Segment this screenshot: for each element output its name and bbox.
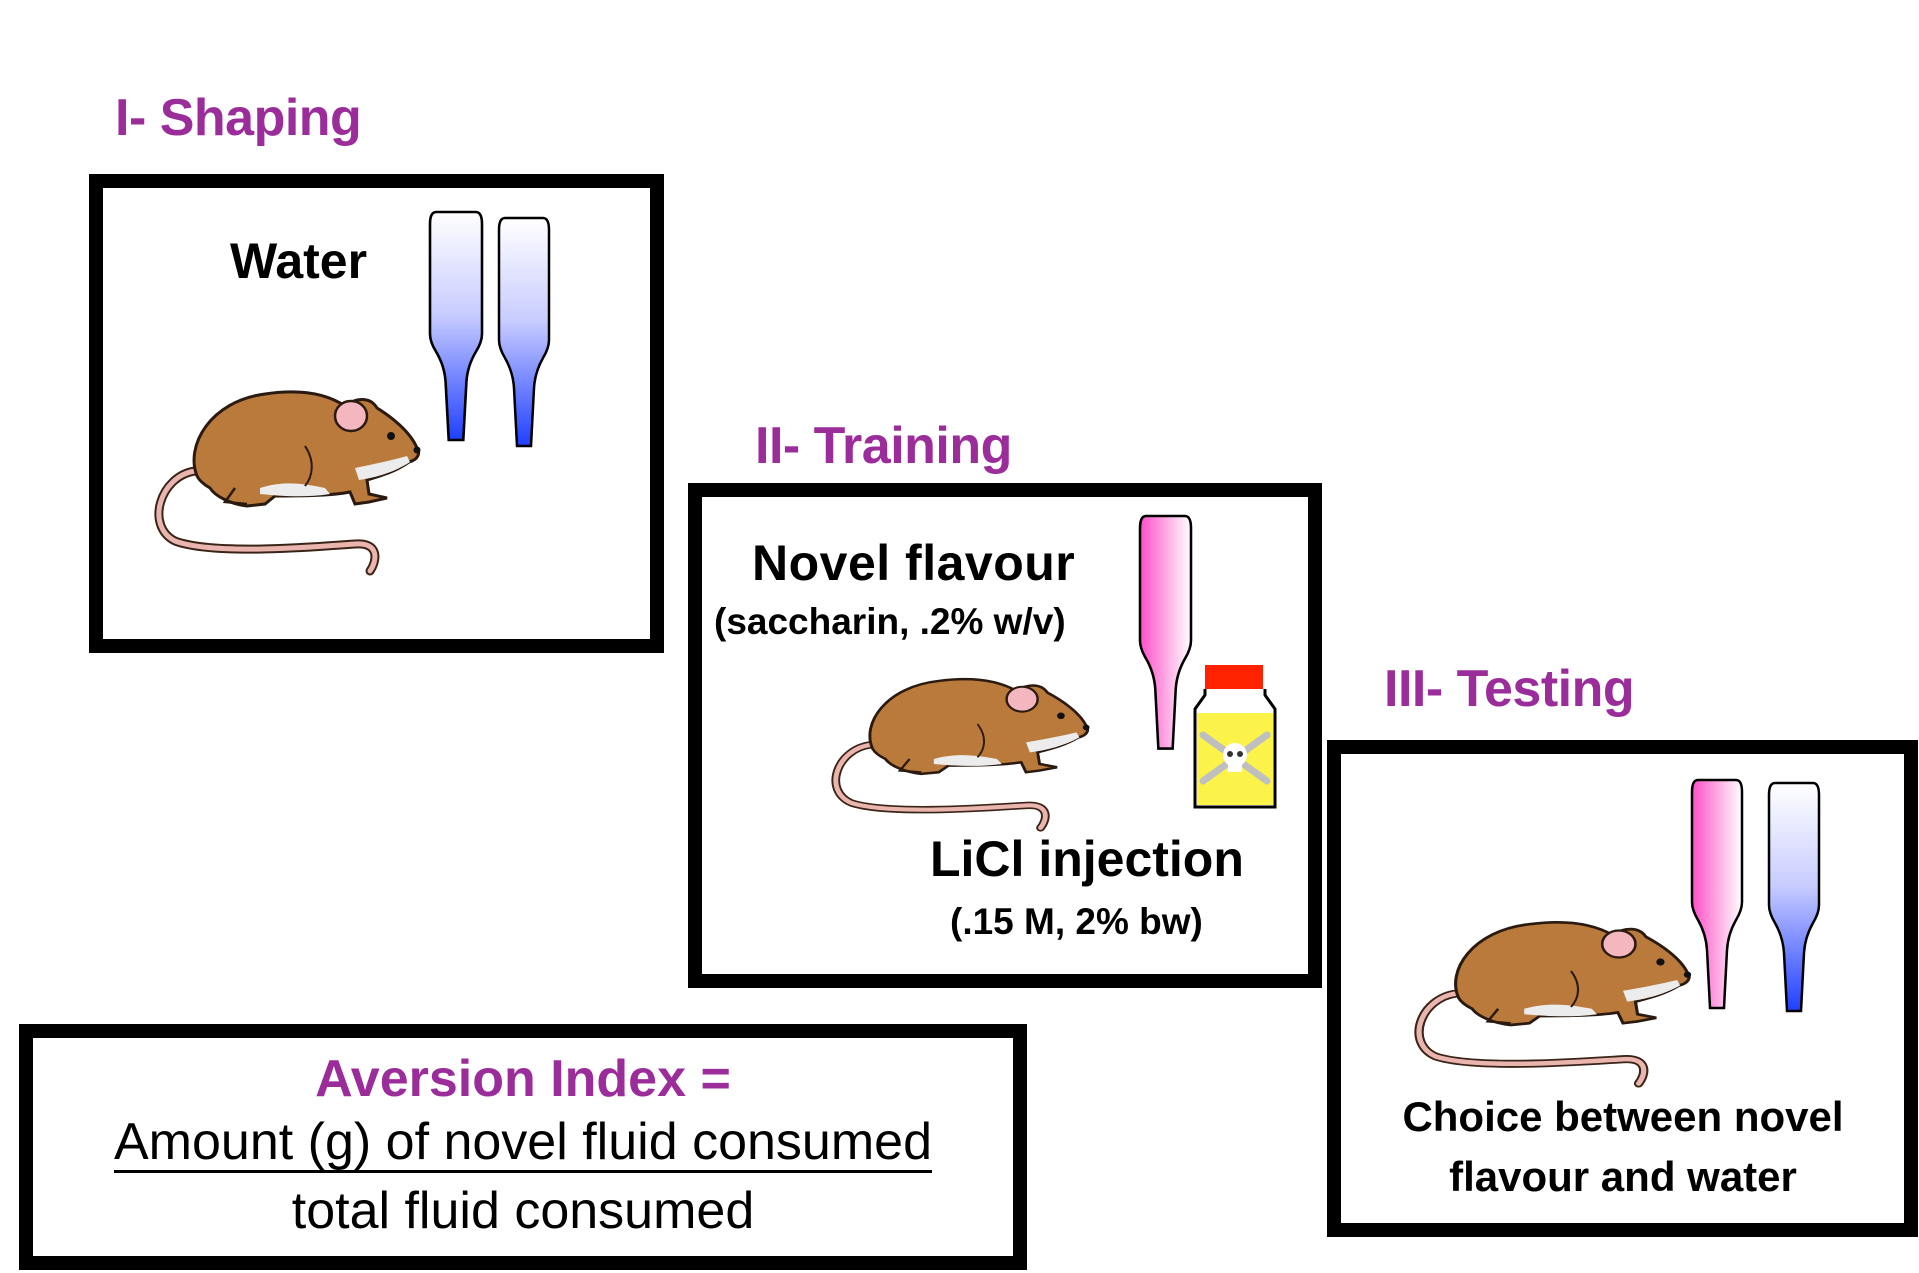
water-bottle-icon	[428, 210, 484, 442]
saccharin-bottle-icon	[1690, 778, 1744, 1010]
stage-heading-training: II- Training	[755, 417, 1012, 475]
mouse-icon	[1415, 908, 1685, 1108]
water-label: Water	[230, 233, 368, 289]
aversion-index-panel	[19, 1024, 1027, 1270]
aversion-index-title: Aversion Index =	[315, 1050, 731, 1108]
novel-flavour-label: Novel flavour	[752, 535, 1076, 591]
choice-label-line2: flavour and water	[1449, 1153, 1797, 1200]
poison-bottle-icon	[1193, 665, 1277, 809]
choice-label-line1: Choice between novel	[1402, 1093, 1844, 1140]
licl-dose-label: (.15 M, 2% bw)	[950, 901, 1203, 942]
stage-heading-shaping: I- Shaping	[115, 89, 362, 147]
saccharin-bottle-icon	[1138, 514, 1193, 750]
water-bottle-icon	[1767, 781, 1821, 1013]
saccharin-concentration-label: (saccharin, .2% w/v)	[714, 601, 1066, 642]
water-bottle-icon	[497, 216, 551, 448]
mouse-icon	[155, 376, 425, 576]
numerator-text: Amount (g) of novel fluid consumed	[114, 1113, 932, 1173]
formula-numerator: Amount (g) of novel fluid consumed	[33, 1116, 1013, 1173]
licl-injection-label: LiCl injection	[930, 831, 1244, 887]
formula-denominator: total fluid consumed	[291, 1182, 755, 1240]
stage-heading-testing: III- Testing	[1384, 660, 1635, 718]
